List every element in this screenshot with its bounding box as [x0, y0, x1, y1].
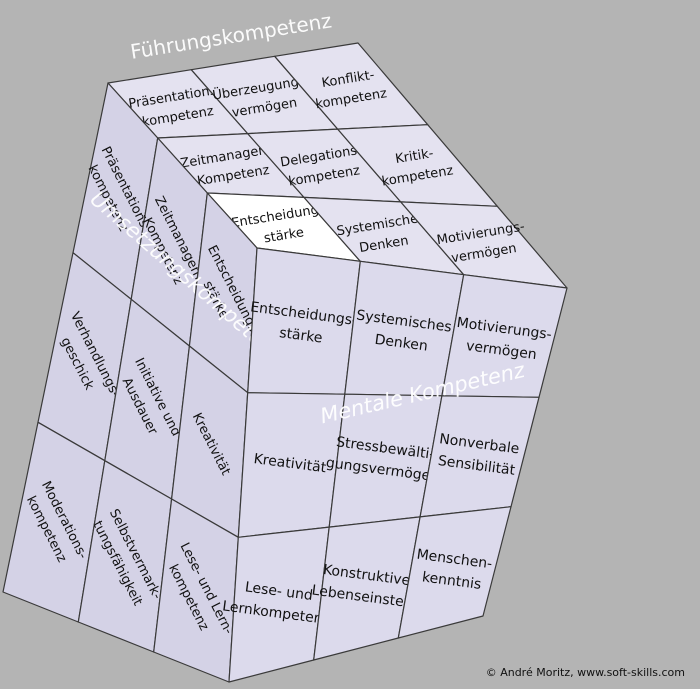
- top-cell: Kritik-kompetenz: [337, 124, 498, 207]
- top-cell: Konflikt-kompetenz: [274, 42, 429, 130]
- front-cell-shape: [397, 506, 512, 639]
- left-cell: Moderations-kompetenz: [2, 421, 106, 623]
- top-cell: Delegations-kompetenz: [247, 128, 402, 203]
- front-face: Entscheidungs-stärkeSystemischesDenkenMo…: [221, 247, 568, 683]
- left-cell: Verhandlungs-geschick: [37, 252, 132, 462]
- left-cell: Selbstvermark-tungsfähigkeit: [77, 460, 173, 653]
- copyright-credit: © André Moritz, www.soft-skills.com: [486, 666, 685, 679]
- front-cell: Kreativität: [237, 392, 346, 538]
- top-cell: Motivierungs-vermögen: [400, 201, 568, 289]
- left-cell: Kreativität: [171, 345, 249, 538]
- front-cell: NonverbaleSensibilität: [419, 395, 540, 518]
- top-cell: Entscheidungs-stärke: [206, 192, 361, 262]
- left-cell: Initiative undAusdauer: [104, 298, 190, 500]
- front-cell: Motivierungs-vermögen: [441, 274, 568, 398]
- front-cell: SystemischesDenken: [344, 260, 465, 397]
- left-cell: Entscheidungs-stärke: [188, 192, 263, 394]
- left-cell: Präsentations-kompetenz: [72, 82, 159, 300]
- front-cell: KonstruktiveLebenseinstell.: [311, 516, 421, 661]
- front-cell: Menschen-kenntnis: [397, 506, 512, 639]
- front-cell: Stressbewälti-gungsvermögen: [325, 393, 443, 528]
- front-cell: Entscheidungs-stärke: [247, 247, 361, 395]
- top-face: Präsentations-kompetenzÜberzeugungs-verm…: [107, 42, 568, 289]
- top-cell: SystemischesDenken: [303, 196, 465, 276]
